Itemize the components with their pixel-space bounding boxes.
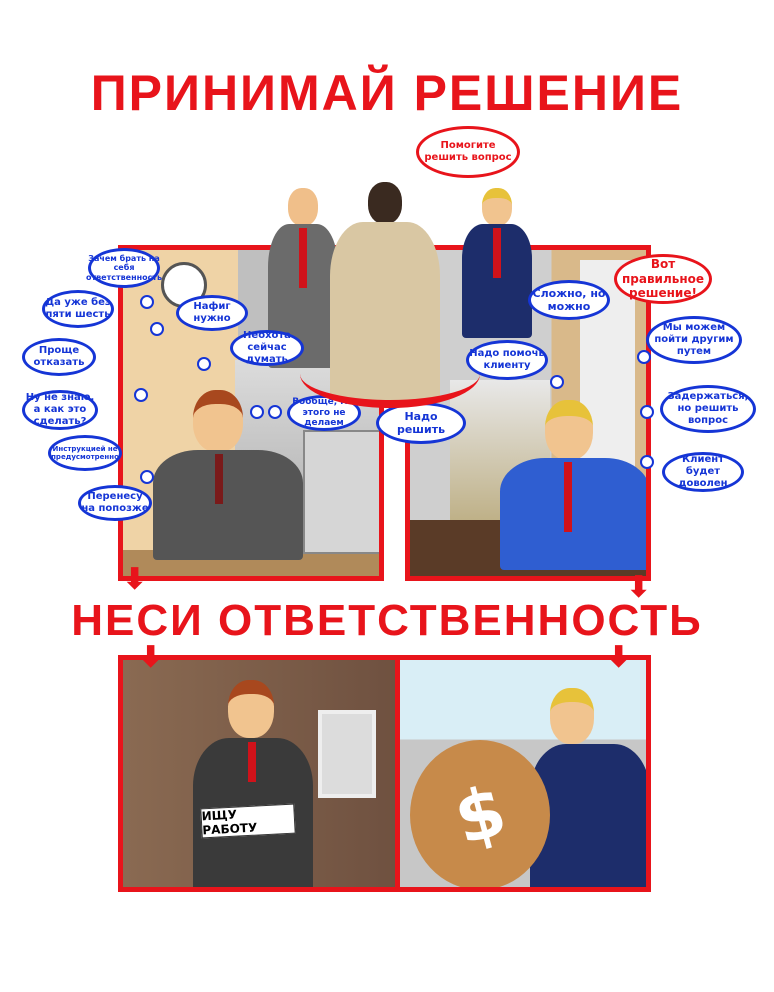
decision-arc-arrow [300,340,480,408]
thought-dot [140,295,154,309]
thought-dot [140,470,154,484]
thought-bubble: Клиент будет доволен [662,452,744,492]
thought-dot [134,388,148,402]
thought-bubble: Зачем брать на себя ответственность [86,248,162,288]
thought-bubble: Проще отказать [22,338,96,376]
building-window [318,710,376,798]
thought-bubble: Да уже без пяти шесть [42,290,114,328]
thought-dot [197,357,211,371]
colleague-right-figure [462,188,532,338]
thought-dot [637,350,651,364]
title-top: ПРИНИМАЙ РЕШЕНИЕ [90,65,684,121]
thought-bubble: Инструкцией не предусмотренно [48,435,122,471]
thought-bubble: Ну не знаю, а как это сделать? [22,390,98,430]
thought-bubble: Задержаться, но решить вопрос [660,385,756,433]
job-search-sign: ИЩУ РАБОТУ [200,803,296,839]
monitor [303,430,379,554]
down-arrow-left-2: ⬇ [138,640,164,675]
thought-dot [640,455,654,469]
money-bag-icon: $ [410,740,550,887]
thought-dot [550,375,564,389]
down-arrow-left: ⬇ [122,562,148,597]
thought-bubble: Мы можем пойти другим путем [646,316,742,364]
outcome-panel-unemployed: ИЩУ РАБОТУ [118,655,400,892]
down-arrow-right: ⬇ [626,570,652,605]
thought-bubble: Неохота сейчас думать [230,330,304,366]
title-bottom: НЕСИ ОТВЕТСТВЕННОСТЬ [71,596,703,645]
thought-bubble: Нафиг нужно [176,295,248,331]
tired-employee-figure [153,390,303,560]
happy-employee-figure [530,688,646,887]
thought-bubble: Сложно, но можно [528,280,610,320]
helpful-employee-figure [500,400,646,570]
thought-dot [640,405,654,419]
thought-bubble-highlight: Вот правильное решение! [614,254,712,304]
outcome-panel-rewarded: $ [395,655,651,892]
sad-employee-figure [193,680,313,887]
dollar-sign: $ [445,769,515,861]
thought-dot [268,405,282,419]
boss-speech-bubble: Помогите решить вопрос [416,126,520,178]
thought-bubble: Вообще, мы этого не делаем [287,395,361,431]
thought-dot [250,405,264,419]
thought-bubble: Надо решить [376,402,466,444]
thought-bubble: Перенесу на попозже [78,485,152,521]
down-arrow-right-2: ⬇ [606,640,632,675]
thought-dot [150,322,164,336]
